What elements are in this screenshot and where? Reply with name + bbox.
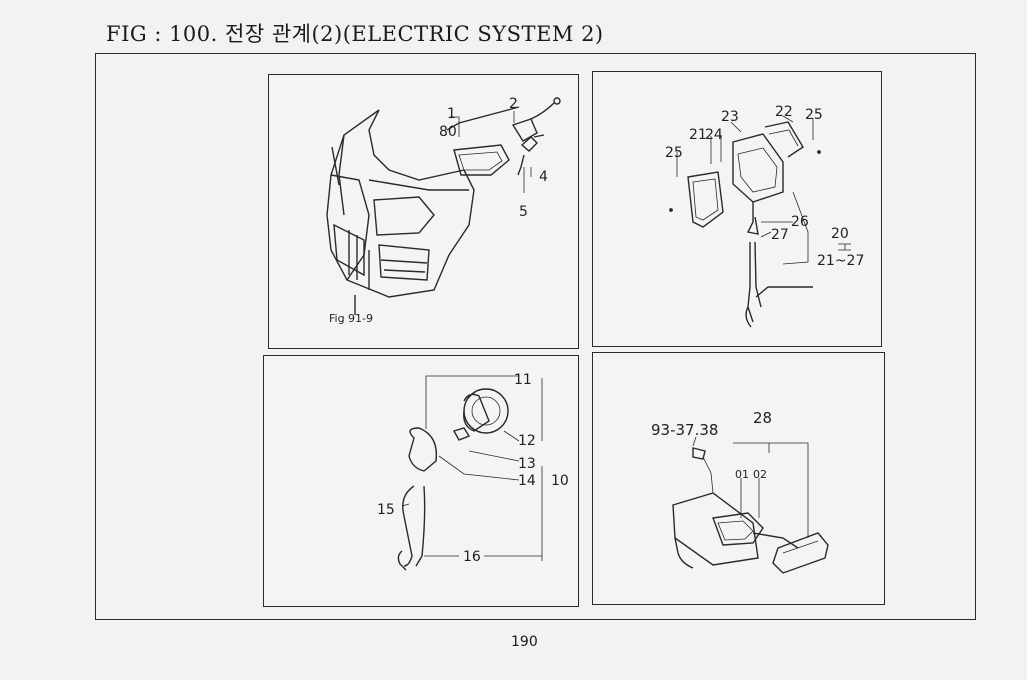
callout-25-right: 25 — [805, 107, 823, 123]
callout-24: 24 — [705, 127, 723, 143]
callout-range-21-27: 21~27 — [817, 253, 865, 269]
callout-25-left: 25 — [665, 145, 683, 161]
callout-02: 02 — [753, 468, 767, 481]
callout-28: 28 — [753, 409, 773, 427]
panel-work-lamp: 23 22 25 21 24 25 26 27 20 21~27 — [592, 71, 882, 347]
callout-20: 20 — [831, 226, 849, 242]
page-title: FIG : 100. 전장 관계(2)(ELECTRIC SYSTEM 2) — [106, 22, 604, 46]
panel-plate-lamp: 93-37.38 28 01 02 — [592, 352, 885, 605]
callout-ref-93-37-38: 93-37.38 — [651, 421, 719, 439]
callout-16: 16 — [463, 549, 481, 565]
callout-27: 27 — [771, 227, 789, 243]
callout-22: 22 — [775, 104, 793, 120]
figure-frame — [95, 53, 976, 620]
plate-lamp-illustration — [672, 436, 829, 574]
callout-1: 1 — [447, 106, 456, 122]
callout-10: 10 — [551, 473, 569, 489]
callout-13: 13 — [518, 456, 536, 472]
page-number: 190 — [511, 634, 538, 650]
callout-5: 5 — [519, 204, 528, 220]
callout-15: 15 — [377, 502, 395, 518]
callout-12: 12 — [518, 433, 536, 449]
panel-headlight: 1 2 80 4 5 Fig 91-9 — [268, 74, 579, 349]
figure-reference: Fig 91-9 — [329, 312, 374, 325]
rear-lamp-illustration — [397, 375, 543, 571]
callout-2: 2 — [509, 96, 518, 112]
callout-26: 26 — [791, 214, 809, 230]
callout-14: 14 — [518, 473, 536, 489]
callout-4: 4 — [539, 169, 548, 185]
callout-01: 01 — [735, 468, 749, 481]
panel-rear-lamp: 11 12 13 14 10 15 16 — [263, 355, 579, 607]
hood-headlight-illustration — [326, 97, 561, 315]
callout-21: 21 — [689, 127, 707, 143]
work-lamp-illustration — [669, 115, 851, 328]
callout-80: 80 — [439, 124, 457, 140]
callout-11: 11 — [514, 372, 532, 388]
callout-23: 23 — [721, 109, 739, 125]
